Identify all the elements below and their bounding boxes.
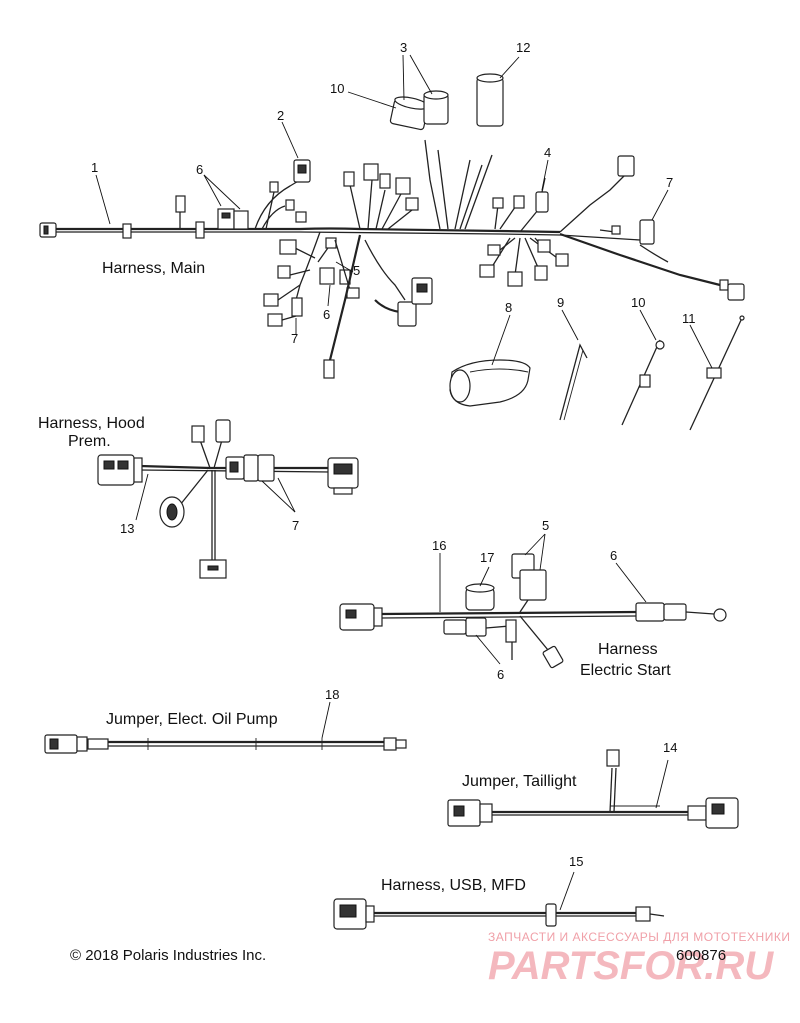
callout-11: 11 [682, 311, 696, 326]
jumper-taillight [447, 749, 739, 829]
callout-7: 7 [292, 518, 299, 533]
callout-12: 12 [516, 40, 530, 55]
callout-7: 7 [291, 331, 298, 346]
callout-9: 9 [557, 295, 564, 310]
harness-main [39, 73, 745, 379]
harness-electric-start [339, 553, 727, 669]
title-harness-hood-line2: Prem. [68, 433, 111, 450]
callout-4: 4 [544, 145, 551, 160]
main-leaders [95, 54, 713, 369]
footer: ЗАПЧАСТИ И АКСЕССУАРЫ ДЛЯ МОТОТЕХНИКИ PA… [70, 930, 790, 988]
title-jumper-oil-pump: Jumper, Elect. Oil Pump [106, 711, 278, 728]
main-callouts: 1 6 2 3 10 12 4 7 5 6 7 8 9 10 11 Harnes… [91, 40, 696, 346]
hood-callouts: Harness, Hood Prem. 13 7 [38, 415, 299, 536]
harness-hood [97, 419, 359, 579]
title-harness-main: Harness, Main [102, 260, 205, 277]
callout-16: 16 [432, 538, 446, 553]
title-harness-electric-start: Harness [598, 641, 658, 658]
start-callouts: 16 17 5 6 6 Harness Electric Start [432, 518, 671, 682]
usb-callouts: 15 Harness, USB, MFD [381, 854, 583, 894]
hood-leaders [135, 473, 296, 521]
callout-6: 6 [323, 307, 330, 322]
start-leaders [439, 533, 647, 665]
callout-17: 17 [480, 550, 494, 565]
jumper-oil-pump [44, 734, 407, 754]
callout-15: 15 [569, 854, 583, 869]
oil-callouts: 18 Jumper, Elect. Oil Pump [106, 687, 339, 728]
diagram-code: 600876 [676, 947, 726, 964]
callout-5: 5 [542, 518, 549, 533]
callout-6: 6 [497, 667, 504, 682]
title-harness-electric-start-line2: Electric Start [580, 662, 671, 679]
callout-13: 13 [120, 521, 134, 536]
title-harness-usb-mfd: Harness, USB, MFD [381, 877, 526, 894]
callout-3: 3 [400, 40, 407, 55]
callout-10: 10 [631, 295, 645, 310]
watermark-tagline: ЗАПЧАСТИ И АКСЕССУАРЫ ДЛЯ МОТОТЕХНИКИ [488, 930, 790, 944]
taillight-callouts: 14 Jumper, Taillight [462, 740, 677, 790]
callout-10: 10 [330, 81, 344, 96]
callout-18: 18 [325, 687, 339, 702]
callout-5: 5 [353, 263, 360, 278]
copyright-text: © 2018 Polaris Industries Inc. [70, 947, 266, 964]
callout-6: 6 [196, 162, 203, 177]
usb-leaders [559, 871, 575, 911]
callout-7: 7 [666, 175, 673, 190]
title-jumper-taillight: Jumper, Taillight [462, 773, 577, 790]
watermark-logo: PARTSFOR.RU [488, 944, 774, 988]
callout-6: 6 [610, 548, 617, 563]
callout-14: 14 [663, 740, 677, 755]
oil-leaders [321, 701, 331, 739]
callout-8: 8 [505, 300, 512, 315]
harness-usb-mfd [333, 898, 665, 930]
taillight-leaders [655, 759, 669, 809]
callout-1: 1 [91, 160, 98, 175]
callout-2: 2 [277, 108, 284, 123]
title-harness-hood: Harness, Hood [38, 415, 145, 432]
accessory-parts [449, 315, 745, 431]
